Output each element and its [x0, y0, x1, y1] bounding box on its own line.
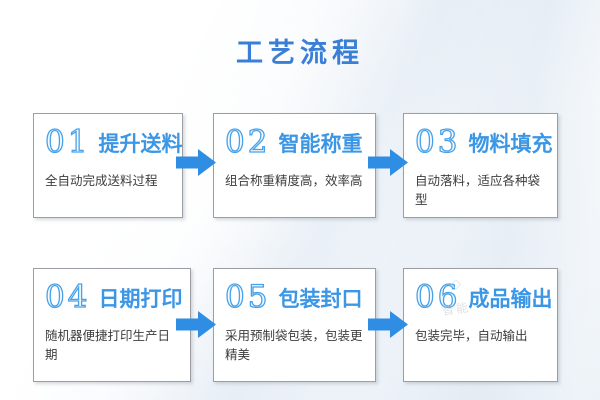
- step-6-heading: 06 成品输出: [414, 279, 553, 315]
- step-3-description: 自动落料，适应各种袋型: [415, 173, 541, 207]
- step-4-heading: 04 日期打印: [44, 279, 183, 315]
- step-1-title: 提升送料: [98, 131, 183, 156]
- step-box-2: 02 智能称重 组合称重精度高，效率高: [213, 113, 376, 218]
- step-4-number: 04: [44, 279, 91, 315]
- step-4-description: 随机器便捷打印生产日期: [45, 328, 171, 362]
- step-1-description: 全自动完成送料过程: [45, 173, 158, 188]
- right-arrow-icon: [368, 311, 408, 338]
- step-1-number: 01: [44, 124, 91, 160]
- step-box-3: 03 物料填充 自动落料，适应各种袋型: [403, 113, 558, 218]
- step-4-title: 日期打印: [98, 286, 183, 311]
- step-2-title: 智能称重: [278, 131, 363, 156]
- step-3-number: 03: [414, 124, 461, 160]
- step-5-description: 采用预制袋包装，包装更精美: [225, 328, 363, 362]
- step-6-title: 成品输出: [468, 286, 553, 311]
- step-box-6: 06 成品输出 包装完毕，自动输出: [403, 268, 558, 382]
- step-5-heading: 05 包装封口: [224, 279, 367, 315]
- right-arrow-icon: [176, 149, 216, 176]
- step-2-description: 组合称重精度高，效率高: [225, 173, 363, 188]
- step-2-heading: 02 智能称重: [224, 124, 367, 160]
- step-5-title: 包装封口: [278, 286, 363, 311]
- step-1-heading: 01 提升送料: [44, 124, 182, 160]
- right-arrow-icon: [176, 311, 216, 338]
- step-3-heading: 03 物料填充: [414, 124, 553, 160]
- step-box-5: 05 包装封口 采用预制袋包装，包装更精美: [213, 268, 376, 382]
- step-6-number: 06: [414, 279, 461, 315]
- page-title: 工艺流程: [236, 38, 364, 69]
- step-6-description: 包装完毕，自动输出: [415, 328, 528, 343]
- step-3-title: 物料填充: [468, 131, 553, 156]
- right-arrow-icon: [368, 149, 408, 176]
- step-box-4: 04 日期打印 随机器便捷打印生产日期: [33, 268, 191, 382]
- step-5-number: 05: [224, 279, 271, 315]
- step-box-1: 01 提升送料 全自动完成送料过程: [33, 113, 183, 218]
- step-2-number: 02: [224, 124, 271, 160]
